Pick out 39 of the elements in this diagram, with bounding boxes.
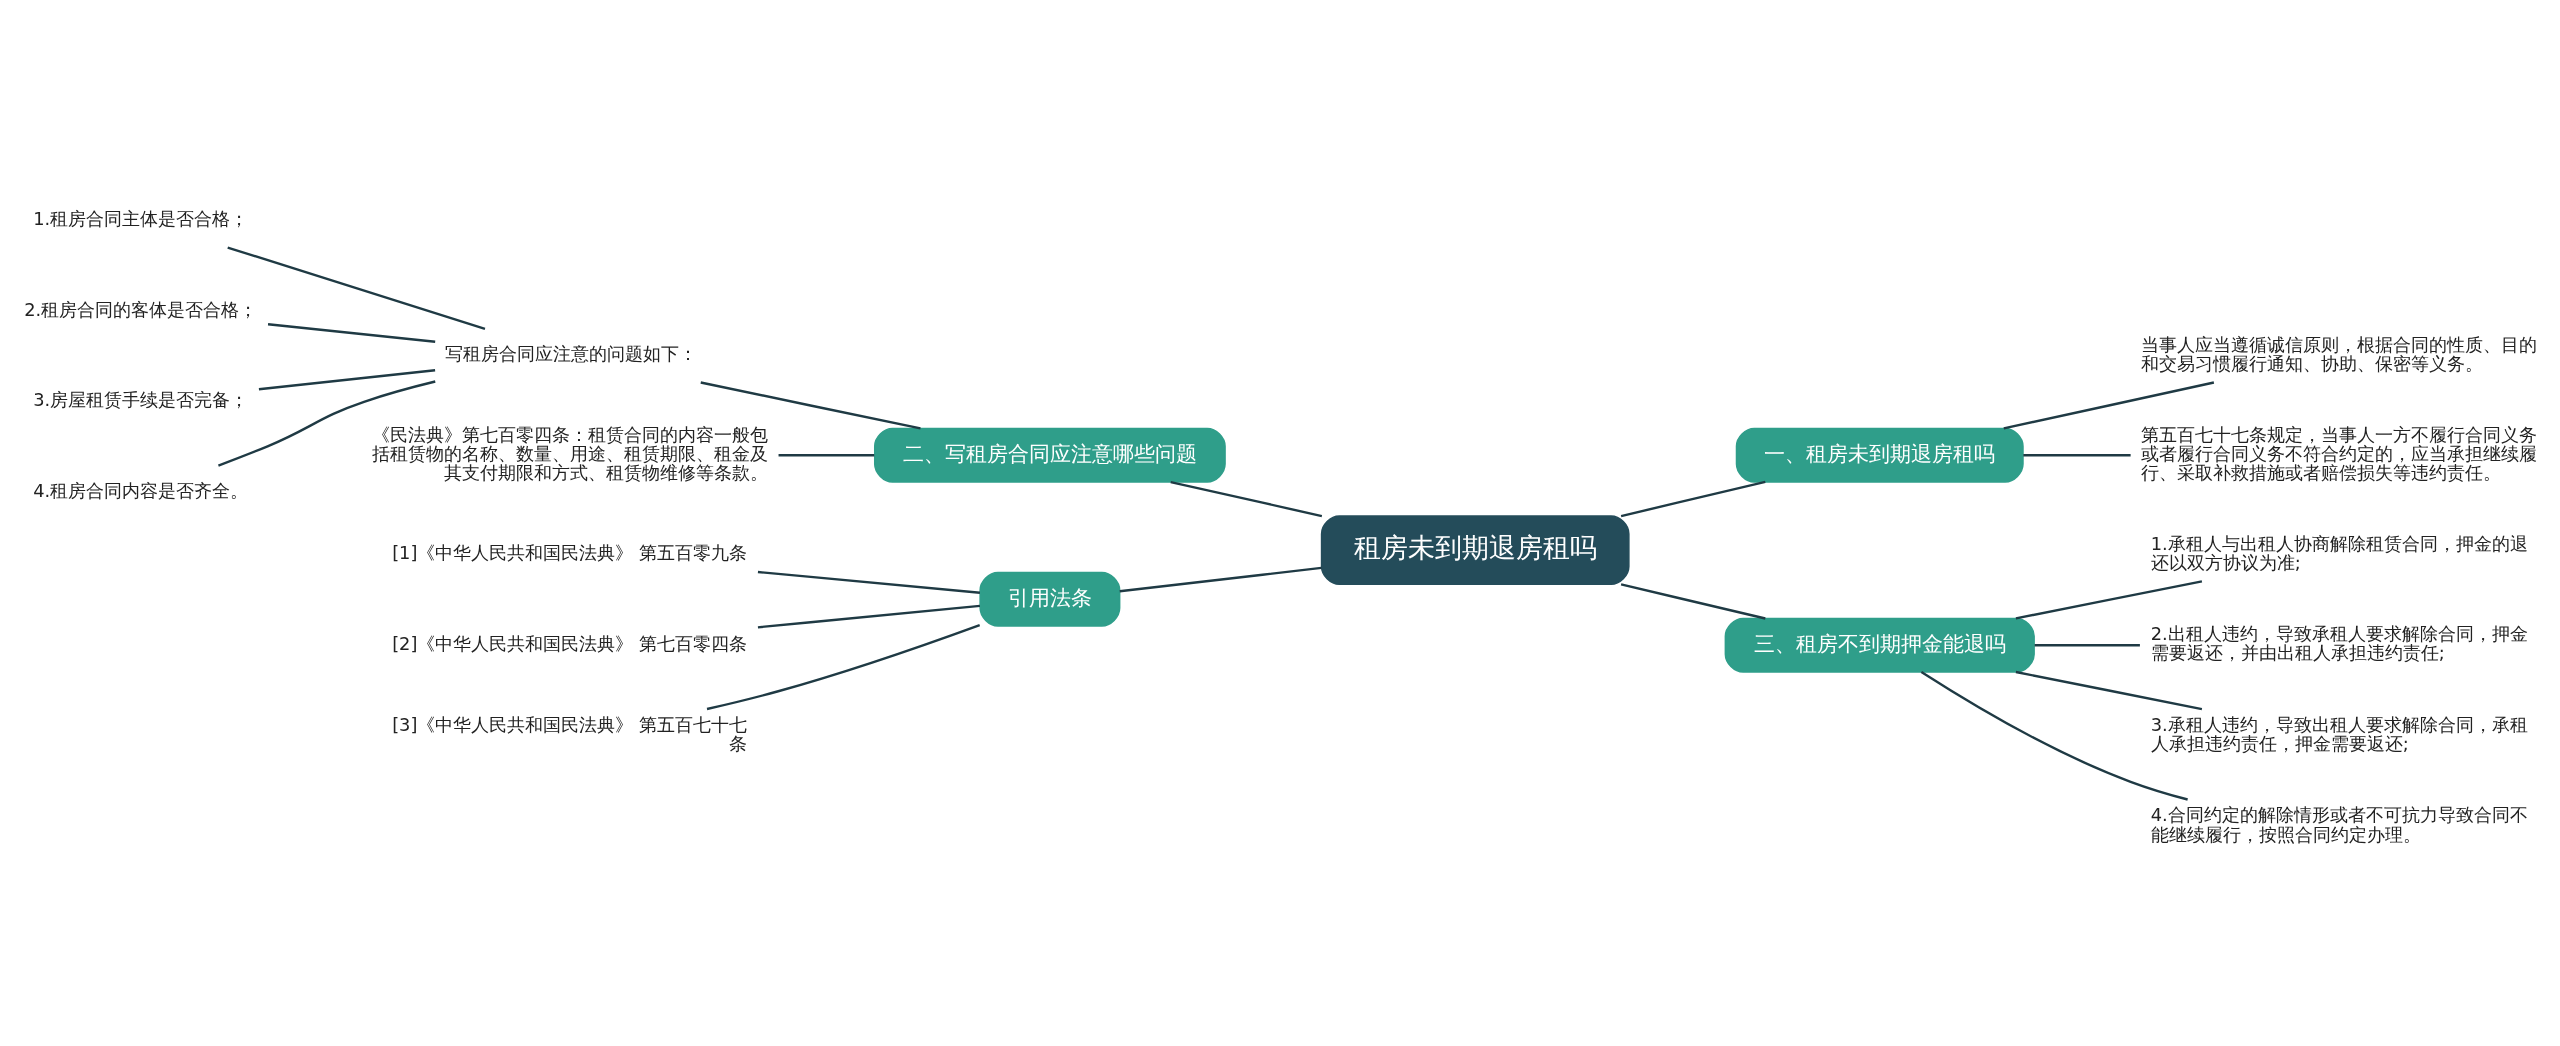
node-box: 一、租房未到期退房租吗 <box>1735 427 2024 483</box>
connector <box>2015 579 2203 620</box>
node-text: 3.承租人违约，导致出租人要求解除合同，承租人承担违约责任，押金需要返还; <box>2150 713 2528 754</box>
node-box: 三、租房不到期押金能退吗 <box>1724 617 2035 673</box>
node-text: 写租房合同应注意的问题如下： <box>444 342 697 364</box>
connector <box>1620 480 1766 517</box>
connector <box>706 623 981 710</box>
node-text: 2.租房合同的客体是否合格； <box>24 298 258 320</box>
node-text: 4.租房合同内容是否齐全。 <box>33 479 249 501</box>
node-text: 2.出租人违约，导致承租人要求解除合同，押金需要返还，并由出租人承担违约责任; <box>2150 622 2528 663</box>
connector <box>757 570 981 594</box>
node-text: 当事人应当遵循诚信原则，根据合同的性质、目的和交易习惯履行通知、协助、保密等义务。 <box>2141 333 2538 374</box>
connector <box>2015 670 2203 710</box>
connector <box>2003 380 2215 430</box>
connector <box>2034 643 2140 646</box>
node-box: 引用法条 <box>979 571 1121 627</box>
node-box: 租房未到期退房租吗 <box>1320 514 1630 585</box>
connector <box>258 368 436 390</box>
connector <box>778 453 875 456</box>
connector <box>227 245 486 330</box>
node-text: [3]《中华人民共和国民法典》 第五百七十七条 <box>392 713 748 754</box>
connector <box>2023 453 2131 456</box>
node-text: 1.租房合同主体是否合格； <box>33 207 249 229</box>
connector <box>700 380 921 430</box>
connector <box>218 379 436 467</box>
node-box: 二、写租房合同应注意哪些问题 <box>874 427 1226 483</box>
connector <box>1920 670 2188 801</box>
node-text: 4.合同约定的解除情形或者不可抗力导致合同不能继续履行，按照合同约定办理。 <box>2150 803 2528 845</box>
node-text: 《民法典》第七百零四条：租赁合同的内容一般包括租赁物的名称、数量、用途、租赁期限、租金及其支付期限和方式、租赁物维修等条款。 <box>371 423 768 483</box>
node-text: [1]《中华人民共和国民法典》 第五百零九条 <box>392 541 748 563</box>
node-text: 3.房屋租赁手续是否完备； <box>33 388 249 410</box>
connector <box>1620 582 1766 620</box>
connector <box>1170 480 1323 517</box>
node-text: 第五百七十七条规定，当事人一方不履行合同义务或者履行合同义务不符合约定的，应当承担继续履行、采取补救措施或者赔偿损失等违约责任。 <box>2141 423 2538 483</box>
node-text: [2]《中华人民共和国民法典》 第七百零四条 <box>392 632 748 654</box>
connector <box>1119 566 1322 592</box>
connector <box>267 322 436 343</box>
connector <box>757 604 981 628</box>
node-text: 1.承租人与出租人协商解除租赁合同，押金的退还以双方协议为准; <box>2150 532 2528 573</box>
